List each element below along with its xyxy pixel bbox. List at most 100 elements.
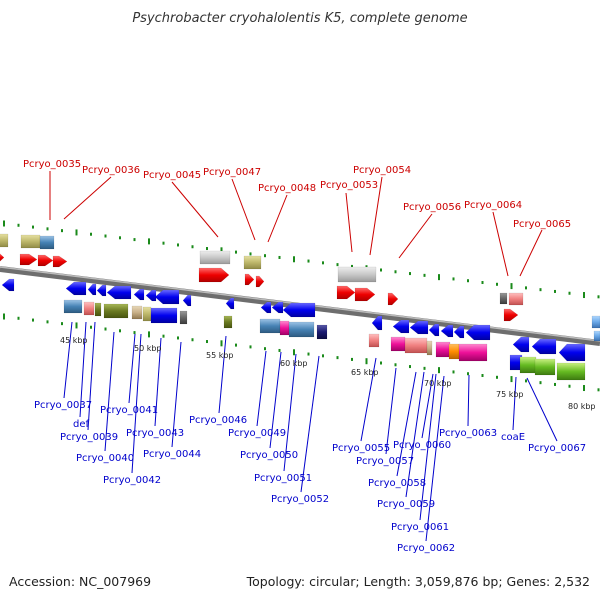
gene-arrow xyxy=(435,341,451,358)
gene-arrow xyxy=(154,289,180,305)
gene-label[interactable]: Pcryo_0056 xyxy=(403,202,461,213)
gene-label[interactable]: Pcryo_0047 xyxy=(203,167,261,178)
leader-line xyxy=(87,321,96,431)
tick-mark xyxy=(336,356,339,360)
gene-arrow xyxy=(316,324,328,340)
gene-arrow xyxy=(288,321,315,338)
tick-mark xyxy=(510,376,513,383)
gene-arrow xyxy=(458,343,488,362)
gene-arrow xyxy=(106,285,132,300)
tick-mark xyxy=(496,375,498,379)
forward-genes xyxy=(0,233,524,322)
tick-mark xyxy=(481,281,484,285)
scale-label: 80 kbp xyxy=(568,402,596,411)
tick-mark xyxy=(3,220,5,227)
tick-mark xyxy=(394,270,397,274)
tick-mark xyxy=(380,268,382,272)
gene-label[interactable]: Pcryo_0053 xyxy=(320,180,378,191)
tick-mark xyxy=(46,227,49,231)
tick-tracks xyxy=(3,220,600,392)
tick-mark xyxy=(133,331,136,335)
gene-arrow xyxy=(179,310,188,325)
scale-label: 70 kbp xyxy=(424,379,452,388)
gene-label[interactable]: Pcryo_0050 xyxy=(240,450,298,461)
tick-mark xyxy=(597,295,600,299)
gene-label[interactable]: Pcryo_0054 xyxy=(353,165,411,176)
gene-arrow xyxy=(503,308,519,322)
gene-label[interactable]: Pcryo_0040 xyxy=(76,453,134,464)
gene-arrow xyxy=(145,289,157,302)
tick-mark xyxy=(119,329,121,333)
gene-label[interactable]: Pcryo_0036 xyxy=(82,165,140,176)
tick-mark xyxy=(90,232,92,236)
tick-mark xyxy=(75,229,78,236)
gene-label[interactable]: Pcryo_0037 xyxy=(34,400,92,411)
gene-label[interactable]: Pcryo_0060 xyxy=(393,440,451,451)
tick-mark xyxy=(539,381,542,385)
gene-label[interactable]: Pcryo_0035 xyxy=(23,159,81,170)
gene-label[interactable]: Pcryo_0064 xyxy=(464,200,522,211)
gene-label[interactable]: Pcryo_0043 xyxy=(126,428,184,439)
gene-arrow xyxy=(448,343,460,360)
gene-label[interactable]: Pcryo_0063 xyxy=(439,428,497,439)
gene-arrow xyxy=(87,283,97,296)
tick-mark xyxy=(61,229,63,233)
gene-label[interactable]: Pcryo_0042 xyxy=(103,475,161,486)
tick-mark xyxy=(249,345,252,349)
gene-arrow xyxy=(39,235,55,250)
tick-mark xyxy=(510,283,513,290)
leader-line xyxy=(63,176,112,220)
gene-label[interactable]: Pcryo_0067 xyxy=(528,443,586,454)
gene-label[interactable]: Pcryo_0052 xyxy=(271,494,329,505)
gene-label[interactable]: Pcryo_0049 xyxy=(228,428,286,439)
gene-label[interactable]: Pcryo_0055 xyxy=(332,443,390,454)
tick-mark xyxy=(264,347,266,351)
gene-label[interactable]: Pcryo_0062 xyxy=(397,543,455,554)
tick-mark xyxy=(583,292,585,299)
scale-label: 75 kbp xyxy=(496,390,524,399)
gene-label[interactable]: Pcryo_0065 xyxy=(513,219,571,230)
tick-mark xyxy=(162,334,165,338)
gene-arrow xyxy=(83,301,95,316)
gene-label[interactable]: Pcryo_0057 xyxy=(356,456,414,467)
gene-label[interactable]: coaE xyxy=(501,432,525,443)
scale-label: 50 kbp xyxy=(134,344,162,353)
gene-arrow xyxy=(255,275,265,288)
gene-label[interactable]: Pcryo_0061 xyxy=(391,522,449,533)
tick-mark xyxy=(206,247,208,251)
leader-line xyxy=(267,194,288,243)
tick-mark xyxy=(191,338,194,342)
tick-mark xyxy=(104,327,107,331)
leader-line xyxy=(526,377,558,442)
tick-mark xyxy=(133,238,136,242)
tick-mark xyxy=(394,363,397,367)
tick-mark xyxy=(162,241,165,245)
leader-line xyxy=(398,213,433,259)
gene-label[interactable]: Pcryo_0058 xyxy=(368,478,426,489)
gene-label[interactable]: Pcryo_0048 xyxy=(258,183,316,194)
leader-line xyxy=(283,353,297,472)
gene-label[interactable]: Pcryo_0041 xyxy=(100,405,158,416)
gene-label[interactable]: Pcryo_0044 xyxy=(143,449,201,460)
gene-label[interactable]: Pcryo_0039 xyxy=(60,432,118,443)
gene-label[interactable]: Pcryo_0059 xyxy=(377,499,435,510)
gene-arrow xyxy=(279,320,290,336)
gene-arrow xyxy=(409,320,429,335)
gene-label[interactable]: def xyxy=(73,419,90,430)
tick-mark xyxy=(177,336,179,340)
leader-line xyxy=(360,357,377,442)
gene-arrow xyxy=(94,302,102,317)
gene-arrow xyxy=(37,254,54,267)
tick-mark xyxy=(322,261,324,265)
tick-mark xyxy=(496,282,498,286)
gene-label[interactable]: Pcryo_0045 xyxy=(143,170,201,181)
gene-arrow xyxy=(63,299,83,314)
leader-line xyxy=(131,333,142,474)
gene-label[interactable]: Pcryo_0051 xyxy=(254,473,312,484)
tick-mark xyxy=(351,357,353,361)
leader-line xyxy=(154,337,162,427)
accession-text: Accession: NC_007969 xyxy=(9,574,151,589)
leader-line xyxy=(425,375,445,542)
gene-label[interactable]: Pcryo_0046 xyxy=(189,415,247,426)
